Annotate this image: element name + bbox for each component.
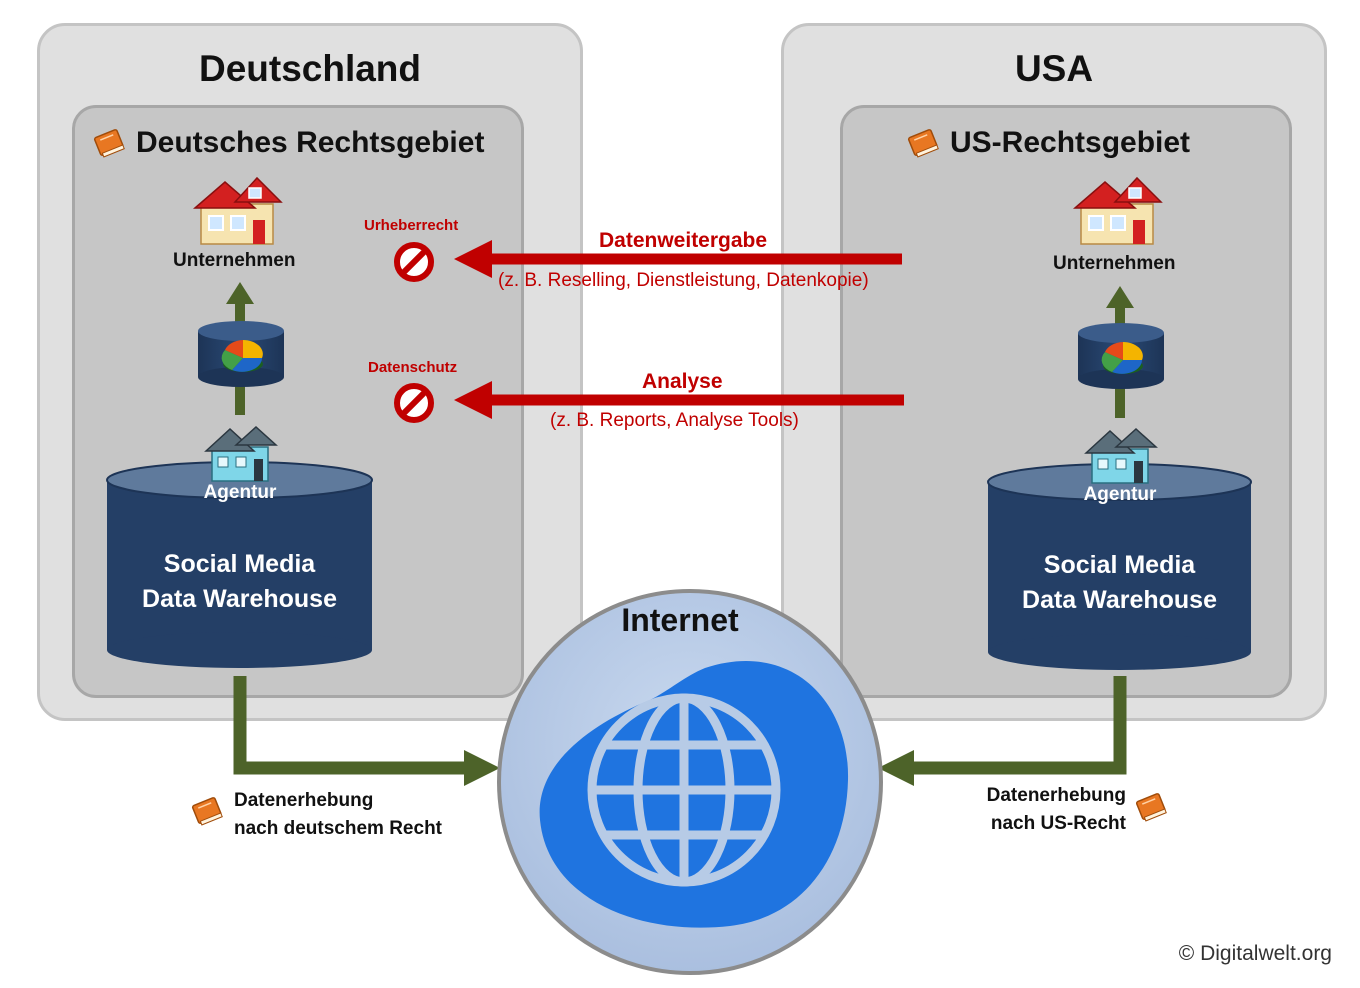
book-icon bbox=[191, 797, 223, 826]
usa-collection-line2: nach US-Recht bbox=[990, 813, 1126, 834]
house-icon bbox=[1072, 176, 1163, 245]
book-icon bbox=[93, 129, 125, 158]
usa-upward-arrowhead bbox=[1106, 286, 1134, 308]
transfer-title: Datenweitergabe bbox=[599, 229, 768, 252]
pie-chart-icon bbox=[221, 340, 263, 372]
usa-warehouse-line1: Social Media bbox=[1043, 551, 1196, 579]
agency-house-icon bbox=[1084, 427, 1158, 484]
usa-jurisdiction-label: US-Rechtsgebiet bbox=[950, 126, 1191, 159]
analysis-block-label: Datenschutz bbox=[368, 359, 458, 376]
usa-warehouse-line2: Data Warehouse bbox=[1022, 586, 1217, 614]
germany-title: Deutschland bbox=[198, 48, 422, 89]
germany-upward-arrowhead bbox=[226, 282, 254, 304]
usa-agency-label: Agentur bbox=[1083, 484, 1157, 505]
usa-collection-arrow bbox=[910, 676, 1127, 775]
usa-analytics-db bbox=[1078, 323, 1164, 389]
prohibited-icon bbox=[394, 383, 434, 423]
usa-collection-arrowhead bbox=[878, 750, 914, 786]
transfer-arrowhead bbox=[454, 240, 492, 278]
germany-collection-label: Datenerhebung nach deutschem Recht bbox=[234, 787, 442, 843]
copyright: © Digitalwelt.org bbox=[1178, 942, 1332, 965]
globe-icon bbox=[587, 693, 781, 887]
transfer-subtitle: (z. B. Reselling, Dienstleistung, Datenk… bbox=[498, 270, 869, 291]
internet-circle bbox=[497, 589, 883, 975]
book-icon bbox=[1135, 793, 1167, 822]
usa-warehouse-label: Social Media Data Warehouse bbox=[988, 548, 1251, 618]
usa-title: USA bbox=[1014, 48, 1094, 89]
germany-jurisdiction-title: Deutsches Rechtsgebiet bbox=[92, 126, 484, 160]
germany-collection-arrow bbox=[233, 676, 468, 775]
germany-warehouse-label: Social Media Data Warehouse bbox=[107, 547, 372, 617]
pie-chart-icon bbox=[1101, 342, 1143, 374]
germany-jurisdiction-label: Deutsches Rechtsgebiet bbox=[136, 126, 485, 159]
germany-warehouse-line1: Social Media bbox=[163, 550, 316, 578]
house-icon bbox=[192, 176, 283, 245]
usa-collection-label: Datenerhebung nach US-Recht bbox=[940, 782, 1126, 838]
usa-warehouse-cylinder bbox=[987, 463, 1252, 670]
germany-agency-label: Agentur bbox=[203, 482, 277, 503]
germany-analytics-db bbox=[198, 321, 284, 387]
germany-collection-line2: nach deutschem Recht bbox=[234, 818, 442, 839]
prohibited-icon bbox=[394, 242, 434, 282]
book-icon bbox=[907, 129, 939, 158]
germany-collection-arrowhead bbox=[464, 750, 500, 786]
transfer-block-label: Urheberrecht bbox=[364, 217, 459, 234]
analysis-arrowhead bbox=[454, 381, 492, 419]
analysis-subtitle: (z. B. Reports, Analyse Tools) bbox=[550, 410, 799, 431]
internet-title: Internet bbox=[621, 602, 739, 638]
agency-house-icon bbox=[204, 425, 278, 482]
usa-jurisdiction-title: US-Rechtsgebiet bbox=[906, 126, 1190, 160]
usa-collection-line1: Datenerhebung bbox=[986, 785, 1126, 806]
analysis-title: Analyse bbox=[642, 370, 723, 393]
germany-warehouse-line2: Data Warehouse bbox=[142, 585, 337, 613]
germany-company-label: Unternehmen bbox=[173, 250, 296, 271]
usa-company-label: Unternehmen bbox=[1053, 253, 1176, 274]
germany-collection-line1: Datenerhebung bbox=[234, 790, 374, 811]
